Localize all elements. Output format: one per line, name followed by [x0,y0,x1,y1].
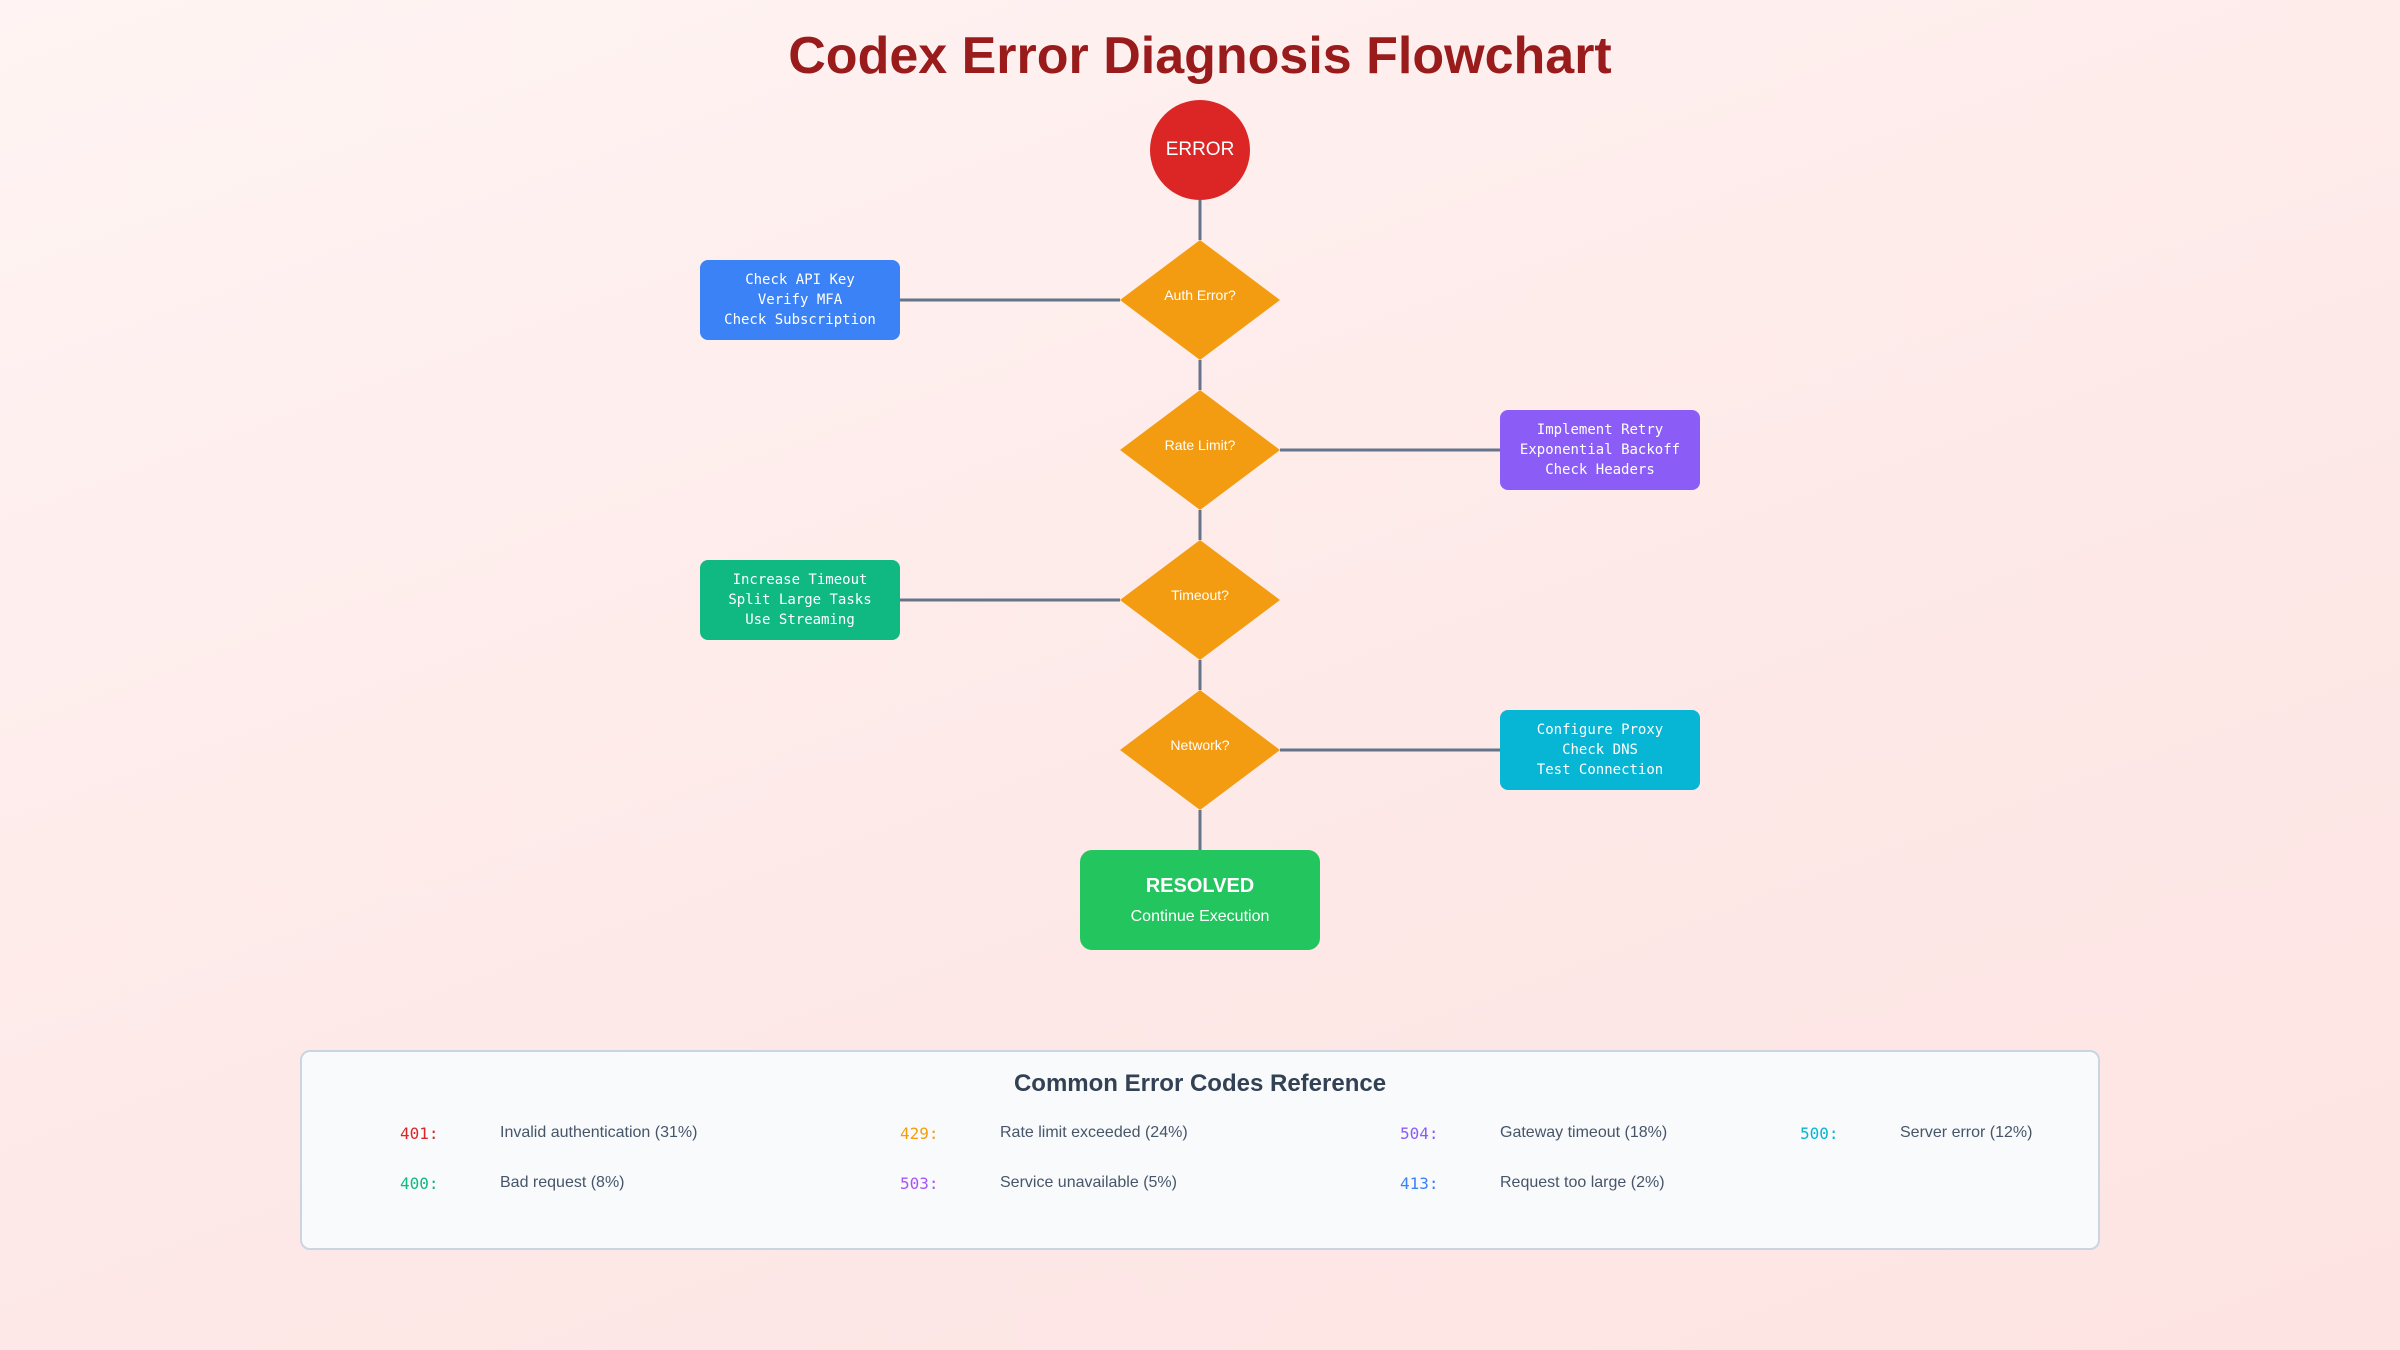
action-line: Test Connection [1536,762,1664,778]
decision-diamond-network [1120,690,1280,810]
action-box-auth: Check API Key Verify MFA Check Subscript… [700,260,900,340]
error-code: 503: [900,1174,939,1193]
decision-label-rate-limit: Rate Limit? [1164,437,1236,453]
action-line: Use Streaming [745,612,855,628]
error-code: 413: [1400,1174,1439,1193]
action-line: Check Subscription [724,312,876,328]
action-box-network: Configure Proxy Check DNS Test Connectio… [1500,710,1700,790]
action-line: Split Large Tasks [728,592,872,608]
action-line: Check DNS [1562,742,1638,758]
action-line: Check Headers [1545,462,1655,478]
action-box-rate-limit: Implement Retry Exponential Backoff Chec… [1500,410,1700,490]
resolved-subtitle: Continue Execution [1130,907,1270,925]
decision-diamond-timeout [1120,540,1280,660]
error-code: 401: [400,1124,439,1143]
action-line: Implement Retry [1536,422,1664,438]
error-code-description: Server error (12%) [1900,1124,2033,1141]
decision-label-timeout: Timeout? [1171,587,1229,603]
error-code: 400: [400,1174,439,1193]
error-start-node: ERROR [1150,100,1250,200]
error-codes-reference-panel: Common Error Codes Reference 401: Invali… [300,1050,2100,1250]
action-box-timeout: Increase Timeout Split Large Tasks Use S… [700,560,900,640]
error-code-description: Rate limit exceeded (24%) [1000,1124,1188,1141]
reference-title: Common Error Codes Reference [1013,1070,1387,1097]
error-code-description: Service unavailable (5%) [1000,1174,1177,1191]
page-title: Codex Error Diagnosis Flowchart [788,27,1612,85]
resolved-end-node: RESOLVED Continue Execution [1080,850,1320,950]
decision-diamond-auth [1120,240,1280,360]
action-line: Increase Timeout [732,572,868,588]
error-code-description: Bad request (8%) [500,1174,625,1191]
action-line: Check API Key [745,272,855,288]
error-start-label: ERROR [1165,139,1235,160]
decision-label-auth: Auth Error? [1164,287,1236,303]
error-code-description: Gateway timeout (18%) [1500,1124,1668,1141]
error-code: 504: [1400,1124,1439,1143]
decision-diamond-rate-limit [1120,390,1280,510]
action-line: Configure Proxy [1536,722,1664,738]
error-code-description: Invalid authentication (31%) [500,1124,698,1141]
error-code: 429: [900,1124,939,1143]
action-line: Verify MFA [757,292,843,308]
error-code: 500: [1800,1124,1839,1143]
resolved-title: RESOLVED [1145,874,1255,897]
action-line: Exponential Backoff [1519,442,1681,458]
error-code-description: Request too large (2%) [1500,1174,1665,1191]
decision-label-network: Network? [1170,737,1230,753]
